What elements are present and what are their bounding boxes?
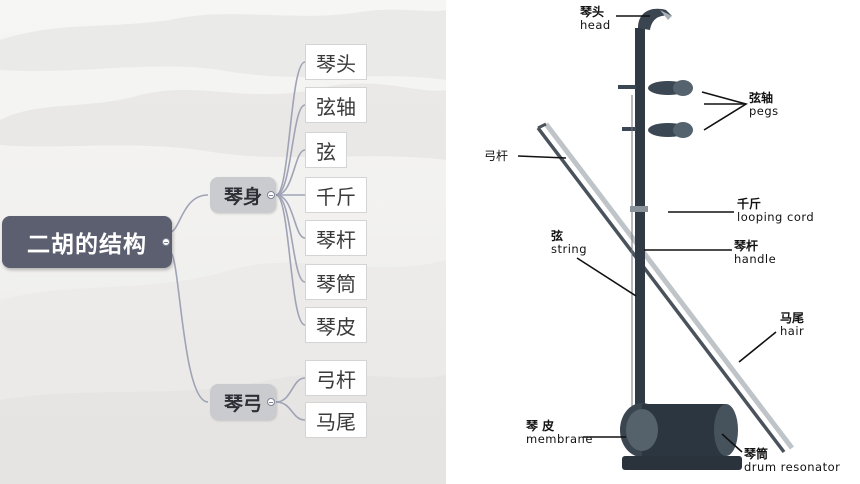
label-head: 琴头 head xyxy=(580,5,611,33)
erhu-labeled-photo: 琴头 head 弦轴 pegs 弓杆 千斤 looping cord 弦 str… xyxy=(446,0,860,484)
leaf-node[interactable]: 琴筒 xyxy=(305,264,367,300)
branch-label: 琴身 xyxy=(223,185,262,208)
collapse-toggle-icon[interactable] xyxy=(267,398,275,406)
leaf-label: 马尾 xyxy=(316,409,356,434)
branch-label: 琴弓 xyxy=(223,392,262,415)
leaf-label: 琴头 xyxy=(316,51,356,76)
leaf-node[interactable]: 千斤 xyxy=(305,177,367,213)
leaf-node[interactable]: 弦 xyxy=(305,132,347,168)
leaf-label: 弓杆 xyxy=(316,367,356,392)
leaf-node[interactable]: 马尾 xyxy=(305,402,367,438)
branch-node-bow[interactable]: 琴弓 xyxy=(210,384,276,420)
mindmap-root-node[interactable]: 二胡的结构 xyxy=(2,216,172,268)
label-string: 弦 string xyxy=(551,229,588,257)
leaf-node[interactable]: 琴皮 xyxy=(305,307,367,343)
leaf-label: 琴杆 xyxy=(316,227,356,252)
leaf-label: 琴皮 xyxy=(316,314,356,339)
erhu-illustration xyxy=(517,8,794,470)
label-bow: 弓杆 xyxy=(484,149,509,163)
leaf-node[interactable]: 弓杆 xyxy=(305,360,367,396)
leaf-node[interactable]: 琴杆 xyxy=(305,220,367,256)
leaf-node[interactable]: 琴头 xyxy=(305,44,367,80)
label-looping-cord: 千斤 looping cord xyxy=(737,197,815,225)
collapse-toggle-icon[interactable] xyxy=(162,238,170,246)
branch-node-body[interactable]: 琴身 xyxy=(210,177,276,213)
mindmap-connectors xyxy=(169,61,306,421)
leaf-label: 千斤 xyxy=(316,184,356,209)
label-handle: 琴杆 handle xyxy=(734,239,777,267)
leaf-label: 弦 xyxy=(316,139,336,164)
root-label: 二胡的结构 xyxy=(27,232,147,258)
label-pegs: 弦轴 pegs xyxy=(749,91,779,119)
label-drum-resonator: 琴筒 drum resonator xyxy=(744,447,841,475)
collapse-toggle-icon[interactable] xyxy=(267,191,275,199)
label-hair: 马尾 hair xyxy=(780,311,805,339)
leaf-node[interactable]: 弦轴 xyxy=(305,87,367,123)
leaf-label: 弦轴 xyxy=(316,94,356,119)
leaf-label: 琴筒 xyxy=(316,271,356,296)
label-membrane: 琴 皮 membrane xyxy=(526,419,593,447)
